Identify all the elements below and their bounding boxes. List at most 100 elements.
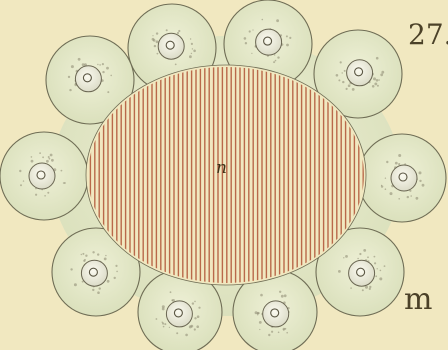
granule [20,184,22,186]
granule [249,30,251,32]
granule [162,308,165,311]
granule [166,29,168,31]
granule [376,57,379,60]
granule [252,29,253,30]
granule [380,73,383,76]
granule [275,60,277,62]
granule [257,312,259,314]
granule [192,48,193,49]
granule [350,287,352,289]
granule [171,299,173,301]
granule [373,77,376,80]
granule [338,270,341,273]
granule [97,64,98,65]
granule [268,334,270,336]
granule [376,79,379,82]
granule [336,74,339,77]
granule [104,258,107,261]
granule [23,180,24,181]
granule [281,295,284,298]
granule [374,256,376,258]
granule [116,271,118,273]
nucleus-2 [256,29,282,55]
granule [106,67,109,70]
granule [385,188,387,190]
granule [163,326,165,328]
nucleus-6 [263,301,289,327]
granule [176,332,178,334]
granule [82,63,85,66]
granule [244,37,247,40]
granule [251,53,252,54]
nucleus-7 [166,301,192,327]
granule [190,38,191,39]
granule [83,260,85,262]
granule [386,161,388,163]
granule [343,257,344,258]
granule [194,301,196,303]
granule [284,294,287,297]
granule [410,195,412,197]
granule [416,197,419,200]
granule [259,321,262,324]
granule [363,249,366,252]
granule [193,50,196,53]
granule [398,198,400,200]
granule [276,19,279,22]
granule [359,253,361,255]
granule [189,55,192,58]
granule [169,327,170,328]
nucleus-5 [349,260,375,286]
granule [42,156,44,158]
granule [274,54,275,55]
granule [107,91,109,93]
granule [198,307,200,309]
granule [286,35,288,37]
granule [110,75,112,77]
granule [194,317,196,319]
granule [286,332,288,334]
granule [92,289,94,291]
granule [69,89,71,91]
granule [365,286,368,289]
granule [279,291,281,293]
granule [154,45,156,47]
granule [419,180,421,182]
granule [384,265,386,267]
granule [178,30,180,32]
granule [197,315,200,318]
granule [289,37,291,39]
granule [78,58,81,61]
granule [35,194,37,196]
granule [74,283,77,286]
granule [194,328,196,330]
granule [346,88,348,90]
granule [177,32,179,34]
nucleus-9 [29,163,55,189]
granule [97,291,100,294]
granule [49,158,51,160]
granule [115,265,117,267]
granule [379,277,382,280]
nucleus-4 [391,165,417,191]
granule [157,53,159,55]
granule [68,76,70,78]
granule [39,152,41,154]
granule [46,160,49,163]
granule [374,262,376,264]
granule [390,192,393,195]
granule [342,81,344,83]
nucleus-1 [158,33,184,59]
granule [352,88,355,91]
granule [51,159,54,162]
granule [63,182,65,184]
granule [345,255,348,258]
granule [191,53,192,54]
granule [398,163,400,165]
granule [70,268,72,270]
granule [152,35,153,36]
granule [259,329,260,330]
granule [407,196,409,198]
granule [262,19,264,21]
